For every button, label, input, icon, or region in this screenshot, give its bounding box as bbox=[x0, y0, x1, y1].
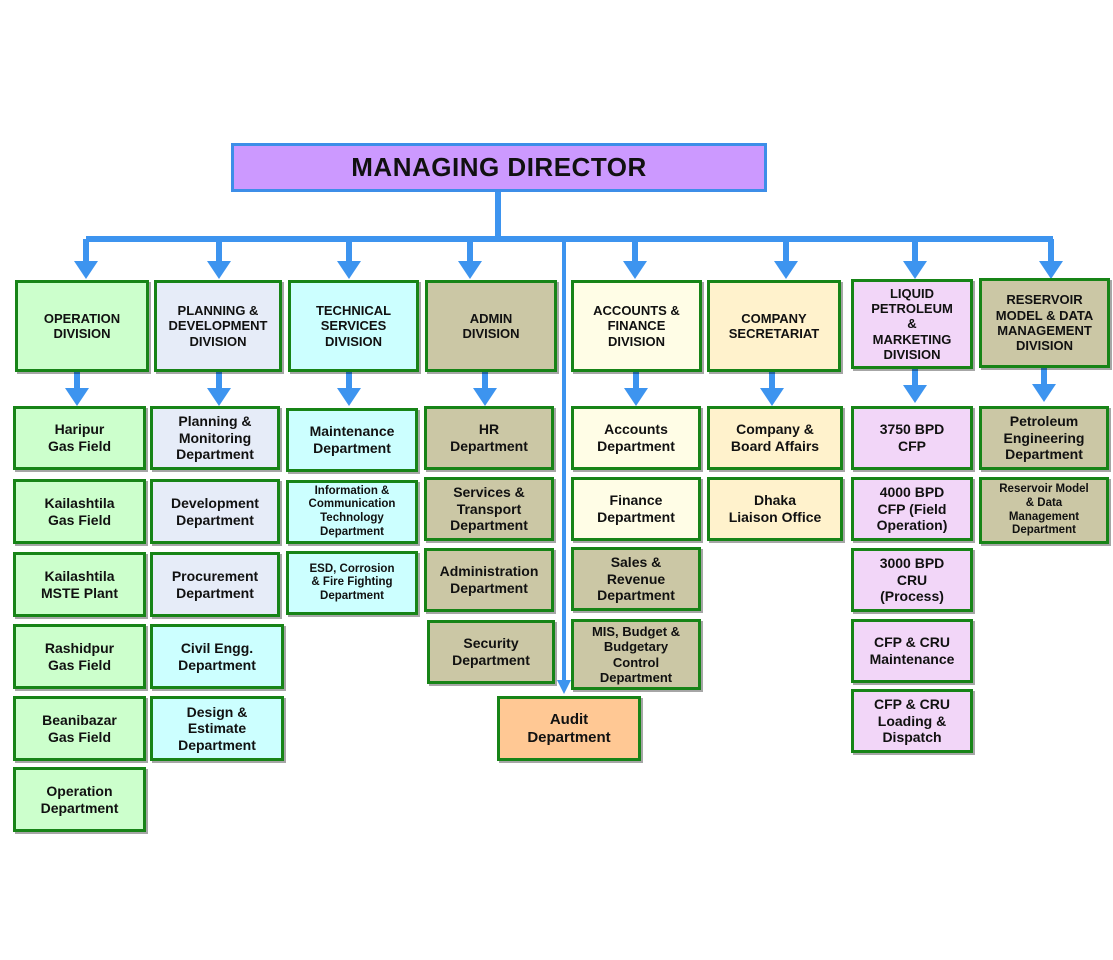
division-company-secretariat: COMPANY SECRETARIAT bbox=[707, 280, 841, 372]
department-arrow-icon bbox=[207, 388, 231, 406]
division-arrow-icon bbox=[774, 261, 798, 279]
department-arrow-icon bbox=[903, 385, 927, 403]
division-arrow-icon bbox=[458, 261, 482, 279]
dept-planning-monitoring: Planning & Monitoring Department bbox=[150, 406, 280, 470]
division-arrow-icon bbox=[207, 261, 231, 279]
division-reservoir-model-data: RESERVOIR MODEL & DATA MANAGEMENT DIVISI… bbox=[979, 278, 1110, 368]
dept-cfp-cru-loading-dispatch: CFP & CRU Loading & Dispatch bbox=[851, 689, 973, 753]
department-arrow-icon bbox=[65, 388, 89, 406]
dept-kailashtila-gas-field: Kailashtila Gas Field bbox=[13, 479, 146, 544]
dept-company-board-affairs: Company & Board Affairs bbox=[707, 406, 843, 470]
department-arrow-icon bbox=[760, 388, 784, 406]
audit-arrow-icon bbox=[557, 680, 571, 694]
division-arrow-icon bbox=[903, 261, 927, 279]
dept-3000-bpd-cru: 3000 BPD CRU (Process) bbox=[851, 548, 973, 612]
dept-operation: Operation Department bbox=[13, 767, 146, 832]
division-arrow-icon bbox=[1039, 261, 1063, 279]
division-admin: ADMIN DIVISION bbox=[425, 280, 557, 372]
dept-finance: Finance Department bbox=[571, 477, 701, 541]
dept-rashidpur-gas-field: Rashidpur Gas Field bbox=[13, 624, 146, 689]
dept-hr: HR Department bbox=[424, 406, 554, 470]
division-arrow-icon bbox=[623, 261, 647, 279]
division-technical-services: TECHNICAL SERVICES DIVISION bbox=[288, 280, 419, 372]
dept-esd-corrosion-fire: ESD, Corrosion & Fire Fighting Departmen… bbox=[286, 551, 418, 615]
dept-security: Security Department bbox=[427, 620, 555, 684]
division-arrow-icon bbox=[74, 261, 98, 279]
dept-4000-bpd-cfp: 4000 BPD CFP (Field Operation) bbox=[851, 477, 973, 541]
dept-ict: Information & Communication Technology D… bbox=[286, 480, 418, 544]
dept-audit: Audit Department bbox=[497, 696, 641, 761]
dept-procurement: Procurement Department bbox=[150, 552, 280, 617]
department-arrow-icon bbox=[1032, 384, 1056, 402]
dept-services-transport: Services & Transport Department bbox=[424, 477, 554, 541]
dept-sales-revenue: Sales & Revenue Department bbox=[571, 547, 701, 611]
dept-beanibazar-gas-field: Beanibazar Gas Field bbox=[13, 696, 146, 761]
dept-reservoir-model-data-management: Reservoir Model & Data Management Depart… bbox=[979, 477, 1109, 544]
managing-director-box: MANAGING DIRECTOR bbox=[231, 143, 767, 192]
division-arrow-icon bbox=[337, 261, 361, 279]
dept-civil-engg: Civil Engg. Department bbox=[150, 624, 284, 689]
division-planning-development: PLANNING & DEVELOPMENT DIVISION bbox=[154, 280, 282, 372]
dept-petroleum-engineering: Petroleum Engineering Department bbox=[979, 406, 1109, 470]
dept-maintenance: Maintenance Department bbox=[286, 408, 418, 472]
dept-design-estimate: Design & Estimate Department bbox=[150, 696, 284, 761]
dept-dhaka-liaison-office: Dhaka Liaison Office bbox=[707, 477, 843, 541]
dept-3750-bpd-cfp: 3750 BPD CFP bbox=[851, 406, 973, 470]
dept-development: Development Department bbox=[150, 479, 280, 544]
dept-accounts: Accounts Department bbox=[571, 406, 701, 470]
division-operation: OPERATION DIVISION bbox=[15, 280, 149, 372]
department-arrow-icon bbox=[337, 388, 361, 406]
dept-mis-budget: MIS, Budget & Budgetary Control Departme… bbox=[571, 619, 701, 690]
department-arrow-icon bbox=[473, 388, 497, 406]
dept-haripur-gas-field: Haripur Gas Field bbox=[13, 406, 146, 470]
dept-kailashtila-mste-plant: Kailashtila MSTE Plant bbox=[13, 552, 146, 617]
division-liquid-petroleum-marketing: LIQUID PETROLEUM & MARKETING DIVISION bbox=[851, 279, 973, 369]
department-arrow-icon bbox=[624, 388, 648, 406]
dept-cfp-cru-maintenance: CFP & CRU Maintenance bbox=[851, 619, 973, 683]
dept-administration: Administration Department bbox=[424, 548, 554, 612]
division-accounts-finance: ACCOUNTS & FINANCE DIVISION bbox=[571, 280, 702, 372]
